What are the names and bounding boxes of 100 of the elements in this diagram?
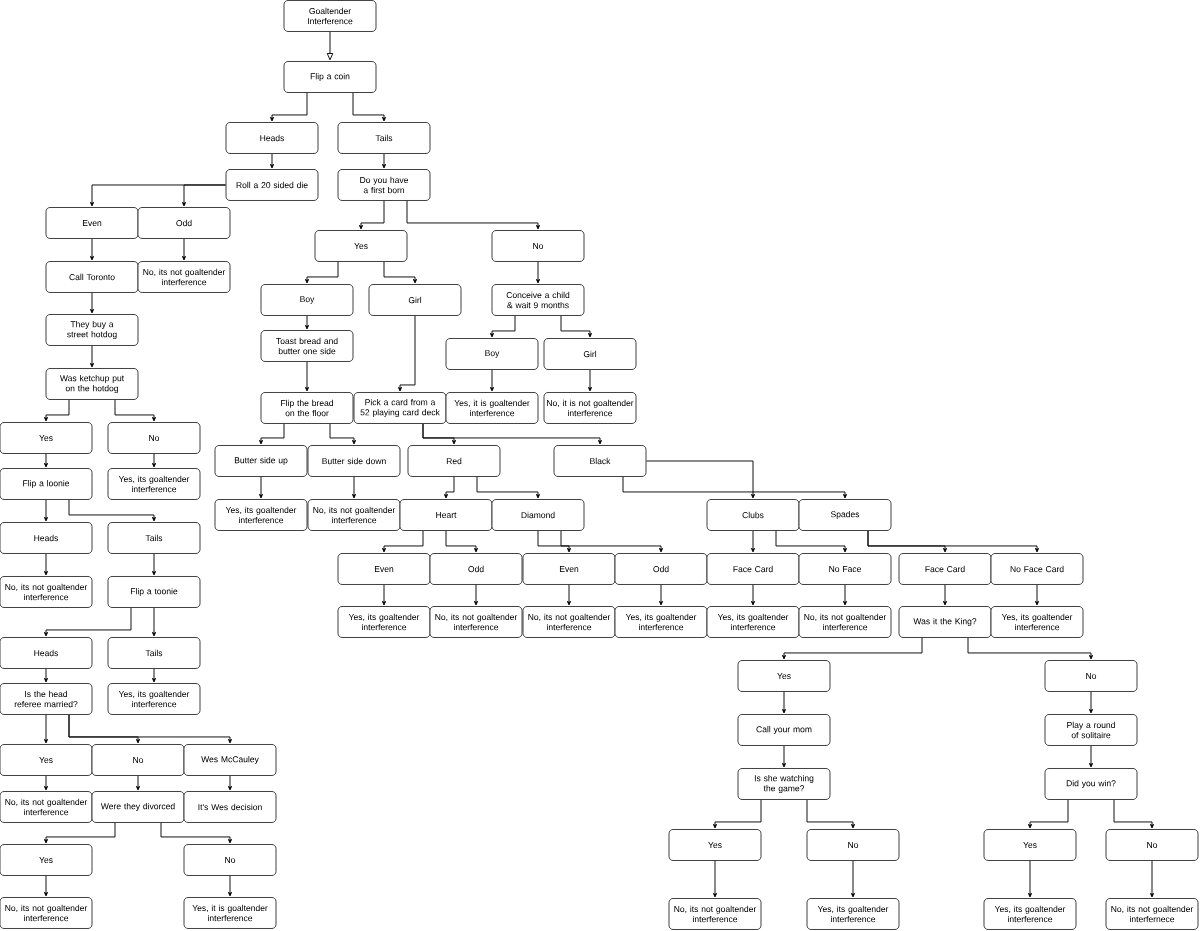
process-box: No, its not goaltender interference (522, 606, 616, 638)
arrow (381, 584, 387, 606)
process-box: Yes, it is goaltender interference (183, 897, 277, 929)
process-box: No, its not goaltender interference (0, 576, 93, 608)
arrow (227, 775, 233, 791)
arrow (304, 361, 310, 392)
arrow (560, 530, 664, 553)
process-box: No, it is not goaltender interference (543, 392, 637, 424)
arrow (566, 584, 572, 606)
arrow (43, 399, 70, 422)
arrow (1027, 860, 1033, 898)
process-box: Was it the King? (898, 606, 992, 638)
process-box: Yes, its goaltender interference (806, 898, 900, 930)
arrow (43, 499, 49, 522)
process-box: Heads (0, 637, 93, 669)
process-box: Diamond (491, 499, 585, 531)
process-box: Even (522, 553, 616, 585)
process-box: Call your mom (737, 714, 831, 746)
arrow (1149, 860, 1155, 898)
arrow (489, 369, 495, 392)
process-box: Yes, its goaltender interference (983, 898, 1077, 930)
process-box: No, its not goaltender interference (0, 897, 93, 929)
arrow (68, 714, 233, 744)
process-box: No, its not goaltender interference (307, 499, 401, 531)
arrow (775, 530, 848, 553)
process-box: Heads (225, 122, 319, 154)
process-box: Yes, its goaltender interference (107, 683, 201, 715)
arrow (867, 530, 1040, 553)
arrow (43, 607, 132, 637)
arrow (750, 584, 756, 606)
arrow (89, 345, 95, 368)
process-box: Flip the bread on the floor (260, 392, 354, 424)
process-box: Yes, its goaltender interference (214, 499, 308, 531)
arrow (181, 184, 226, 207)
arrow (269, 153, 275, 169)
arrow (781, 691, 787, 714)
process-box: Boy (260, 284, 354, 316)
arrow (712, 799, 762, 829)
arrow (43, 822, 116, 844)
process-box: Butter side up (214, 445, 308, 477)
arrow (537, 530, 572, 553)
arrow (351, 476, 357, 499)
arrow (1113, 799, 1155, 829)
process-box: Play a round of solitaire (1044, 714, 1138, 746)
arrow (114, 399, 157, 422)
process-box: Red (407, 445, 501, 477)
arrow (842, 584, 848, 606)
process-box: No, its not goaltender interference (798, 606, 892, 638)
process-box: Face Card (706, 553, 800, 585)
arrow (806, 799, 856, 829)
process-box: Girl (368, 284, 462, 316)
process-box: Yes (983, 829, 1077, 861)
process-box: Toast bread and butter one side (260, 330, 354, 362)
process-box: It's Wes decision (183, 791, 277, 823)
arrow (304, 261, 339, 284)
arrow (1034, 584, 1040, 606)
process-box: Yes (737, 660, 831, 692)
process-box: No, its not goaltender interference (0, 791, 93, 823)
arrow (1088, 745, 1094, 768)
process-box: Girl (543, 338, 637, 370)
process-box: Is she watching the game? (737, 768, 831, 800)
arrow (443, 476, 455, 499)
arrow (258, 423, 285, 445)
arrow (587, 369, 593, 392)
arrow (151, 453, 157, 468)
arrow (560, 315, 593, 338)
arrow (269, 92, 308, 122)
process-box: No (1105, 829, 1199, 861)
arrow (850, 860, 856, 898)
process-box: Spades (798, 499, 892, 531)
arrow (781, 745, 787, 768)
process-box: Yes (314, 230, 408, 262)
process-box: Do you have a first born (337, 169, 431, 201)
arrow (750, 530, 756, 553)
process-box: Tails (107, 637, 201, 669)
process-box: Were they divorced (91, 791, 185, 823)
arrow (381, 530, 424, 553)
process-box: No (1044, 660, 1138, 692)
arrow (151, 668, 157, 683)
process-box: Yes, its goaltender interference (614, 606, 708, 638)
process-box: Tails (107, 522, 201, 554)
arrow (329, 423, 357, 445)
process-box: Tails (337, 122, 431, 154)
process-box: Flip a toonie (107, 576, 201, 608)
arrow (445, 530, 479, 553)
process-box: Yes (0, 744, 93, 776)
arrow (406, 200, 541, 230)
arrow (89, 238, 95, 261)
arrow (476, 476, 541, 499)
arrow (151, 553, 157, 576)
arrow (622, 476, 848, 499)
process-box: Yes (0, 422, 93, 454)
arrow (68, 499, 157, 522)
arrow (151, 607, 157, 637)
arrow (712, 860, 718, 898)
arrow (89, 292, 95, 314)
process-box: Yes (0, 844, 93, 876)
process-box: Odd (137, 207, 231, 239)
arrow (1088, 691, 1094, 714)
process-box: Even (337, 553, 431, 585)
